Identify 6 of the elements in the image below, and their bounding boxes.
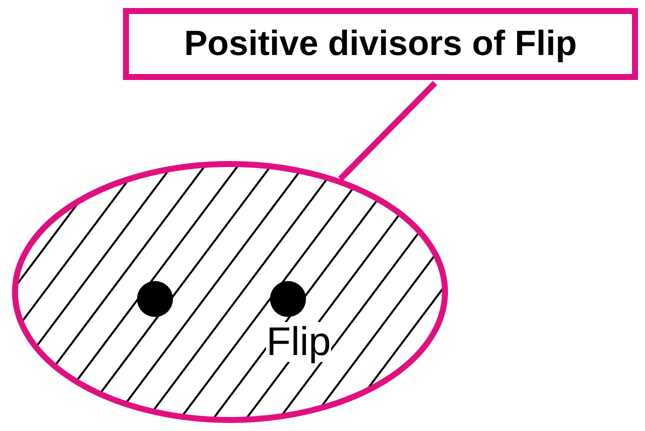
box-label: Positive divisors of Flip (184, 24, 577, 64)
title-box (123, 8, 638, 80)
point-label: Flip (266, 322, 331, 362)
leader-line (338, 80, 438, 182)
point-dot (137, 281, 173, 317)
point-dot (270, 281, 306, 317)
